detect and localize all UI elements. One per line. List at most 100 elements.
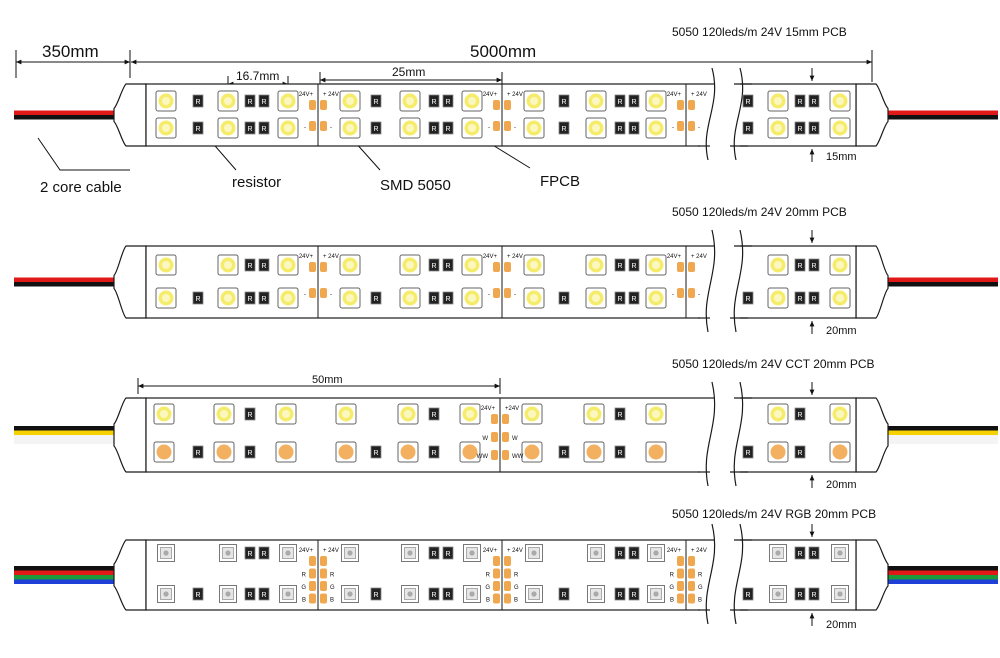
pad-label: R xyxy=(698,573,703,579)
resistor-body xyxy=(808,121,820,135)
resistor-mark: R xyxy=(373,450,378,457)
pad-label: 24V+ xyxy=(667,254,682,260)
pad-label: - xyxy=(330,125,332,131)
resistor-mark: R xyxy=(631,296,636,303)
resistor-body xyxy=(742,587,754,601)
led-highlight xyxy=(530,97,538,105)
resistor-body xyxy=(614,291,626,305)
solder-pad xyxy=(504,568,511,579)
solder-pad xyxy=(491,450,498,460)
resistor: R xyxy=(558,587,570,601)
solder-pad xyxy=(493,288,500,298)
resistor: R xyxy=(808,587,820,601)
resistor: R xyxy=(558,94,570,108)
resistor-mark: R xyxy=(631,551,636,558)
pad-label: 24V+ xyxy=(667,92,682,98)
cable-wire-left xyxy=(14,426,114,431)
resistor: R xyxy=(192,121,204,135)
resistor-body xyxy=(742,94,754,108)
led-highlight xyxy=(468,97,476,105)
fpcb-callout-label: FPCB xyxy=(540,173,580,190)
solder-pad xyxy=(320,100,327,110)
resistor-body xyxy=(614,94,626,108)
resistor: R xyxy=(370,94,382,108)
led-warm xyxy=(524,444,540,460)
led-highlight xyxy=(836,124,844,132)
cable-wire-right xyxy=(888,430,998,435)
resistor-body xyxy=(428,587,440,601)
led-warm xyxy=(400,444,416,460)
rgb-led-dot xyxy=(469,591,475,597)
rgb-led-dot xyxy=(225,591,231,597)
resistor-mark: R xyxy=(617,126,622,133)
resistor-mark: R xyxy=(431,592,436,599)
resistor: R xyxy=(428,291,440,305)
cable-callout-leader xyxy=(37,137,130,171)
solder-pad xyxy=(320,288,327,298)
resistor-mark: R xyxy=(195,126,200,133)
cable-callout-label: 2 core cable xyxy=(40,179,122,196)
led-highlight xyxy=(406,97,414,105)
rgb-led-dot xyxy=(593,591,599,597)
led-highlight xyxy=(224,294,232,302)
pad-label: + 24V xyxy=(691,92,707,98)
end-cap-left xyxy=(113,245,147,319)
rgb-led-dot xyxy=(593,550,599,556)
resistor: R xyxy=(192,445,204,459)
strip-body xyxy=(145,83,857,147)
led-highlight xyxy=(224,124,232,132)
pad-label: 24V+ xyxy=(299,548,314,554)
resistor-body xyxy=(614,121,626,135)
resistor-mark: R xyxy=(811,296,816,303)
resistor: R xyxy=(808,121,820,135)
resistor: R xyxy=(628,291,640,305)
led-highlight xyxy=(224,261,232,269)
resistor-body xyxy=(628,258,640,272)
cable-wire-left xyxy=(14,115,114,120)
pad-label: G xyxy=(301,585,306,591)
resistor: R xyxy=(428,587,440,601)
led-highlight xyxy=(652,410,660,418)
pad-label: + 24V xyxy=(507,548,523,554)
resistor-body xyxy=(742,445,754,459)
resistor: R xyxy=(258,291,270,305)
resistor-mark: R xyxy=(631,592,636,599)
resistor-mark: R xyxy=(431,296,436,303)
led-highlight xyxy=(774,124,782,132)
resistor: R xyxy=(808,94,820,108)
resistor-body xyxy=(794,291,806,305)
pad-label: - xyxy=(304,292,306,298)
pad-label: B xyxy=(302,598,306,604)
resistor: R xyxy=(794,121,806,135)
cable-wire-left xyxy=(14,277,114,282)
resistor-body xyxy=(614,546,626,560)
led-highlight xyxy=(220,410,228,418)
resistor: R xyxy=(370,121,382,135)
pad-label: G xyxy=(330,585,335,591)
resistor-mark: R xyxy=(617,412,622,419)
resistor-body xyxy=(558,291,570,305)
resistor: R xyxy=(428,546,440,560)
resistor: R xyxy=(192,94,204,108)
pad-label: G xyxy=(698,585,703,591)
resistor: R xyxy=(808,291,820,305)
resistor-body xyxy=(428,407,440,421)
pad-label: B xyxy=(698,598,702,604)
pad-label: - xyxy=(488,292,490,298)
solder-pad xyxy=(493,556,500,566)
resistor: R xyxy=(794,445,806,459)
solder-pad xyxy=(504,121,511,131)
pad-label: R xyxy=(330,573,335,579)
rgb-led-dot xyxy=(163,591,169,597)
resistor-mark: R xyxy=(195,592,200,599)
solder-pad xyxy=(502,414,509,424)
rgb-led-dot xyxy=(775,550,781,556)
resistor-mark: R xyxy=(445,296,450,303)
led-highlight xyxy=(346,294,354,302)
resistor-body xyxy=(808,94,820,108)
solder-pads: 24V++ 24V-- xyxy=(667,254,707,298)
resistor-body xyxy=(442,121,454,135)
